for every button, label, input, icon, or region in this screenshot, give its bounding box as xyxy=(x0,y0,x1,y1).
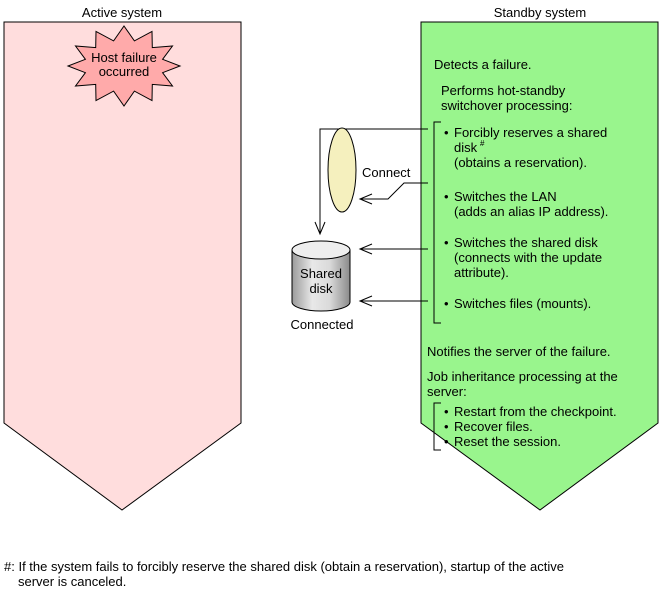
shared-disk-label-line1: Shared xyxy=(300,266,342,281)
step-reserve-bullet: • xyxy=(444,125,449,140)
host-failure-label-line1: Host failure xyxy=(91,50,157,65)
reserve-connector xyxy=(319,128,428,234)
footnote-line1: #: If the system fails to forcibly reser… xyxy=(4,559,564,574)
disk-switch-arrowhead xyxy=(358,243,373,255)
shared-disk-label-line2: disk xyxy=(309,281,333,296)
shared-disk-icon xyxy=(291,240,351,312)
step-disk-bullet: • xyxy=(444,235,449,250)
lan-switch-arrowhead xyxy=(358,193,373,205)
job-item-2: Recover files. xyxy=(454,419,533,434)
hot-standby-line2: switchover processing: xyxy=(441,98,573,113)
job-inheritance-line2: server: xyxy=(427,384,467,399)
step-reserve-line2: disk xyxy=(454,140,478,155)
job-items-bracket xyxy=(433,402,441,451)
standby-system-title: Standby system xyxy=(494,5,587,20)
step-disk-line1: Switches the shared disk xyxy=(454,235,598,250)
step-files-line1: Switches files (mounts). xyxy=(454,296,591,311)
job-inheritance-line1: Job inheritance processing at the xyxy=(427,369,618,384)
step-disk-line3: attribute). xyxy=(454,265,509,280)
job-item-bullet-3: • xyxy=(444,434,449,449)
reserve-arrowhead xyxy=(314,221,326,236)
job-item-3: Reset the session. xyxy=(454,434,561,449)
step-disk-line2: (connects with the update xyxy=(454,250,602,265)
job-item-1: Restart from the checkpoint. xyxy=(454,404,617,419)
lan-switch-arrow xyxy=(360,182,428,200)
active-system-title: Active system xyxy=(82,5,162,20)
active-system-panel xyxy=(3,21,242,511)
notifies-text: Notifies the server of the failure. xyxy=(427,344,611,359)
host-failure-label-line2: occurred xyxy=(99,64,150,79)
job-item-bullet-2: • xyxy=(444,419,449,434)
step-reserve-line3: (obtains a reservation). xyxy=(454,155,587,170)
connect-label: Connect xyxy=(362,165,411,180)
step-lan-line2: (adds an alias IP address). xyxy=(454,204,608,219)
detects-failure-text: Detects a failure. xyxy=(434,57,532,72)
host-failure-burst xyxy=(66,25,182,107)
lan-oval xyxy=(327,127,357,213)
standby-system-panel xyxy=(420,21,659,511)
job-item-bullet-1: • xyxy=(444,404,449,419)
switchover-steps-bracket xyxy=(433,121,441,324)
shared-disk-caption: Connected xyxy=(291,317,354,332)
step-reserve-line1: Forcibly reserves a shared xyxy=(454,125,607,140)
step-lan-line1: Switches the LAN xyxy=(454,189,557,204)
hot-standby-line1: Performs hot-standby xyxy=(441,83,566,98)
step-files-bullet: • xyxy=(444,296,449,311)
files-switch-arrowhead xyxy=(358,295,373,307)
footnote-line2: server is canceled. xyxy=(18,574,126,589)
step-lan-bullet: • xyxy=(444,189,449,204)
step-reserve-footnote-mark: # xyxy=(480,139,485,148)
